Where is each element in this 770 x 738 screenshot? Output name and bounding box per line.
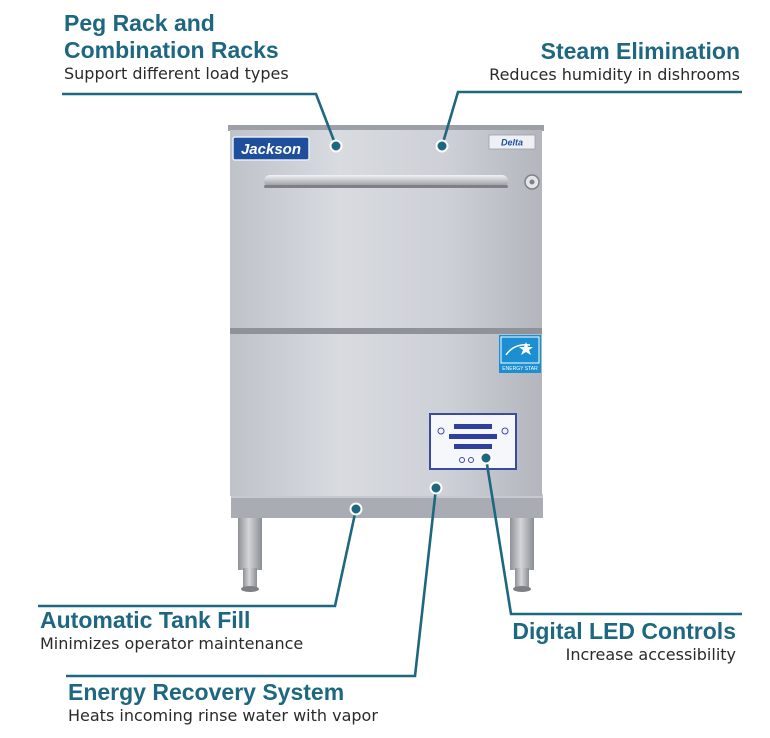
machine-legs xyxy=(238,514,534,592)
feature-peg-rack: Peg Rack and Combination Racks Support d… xyxy=(64,10,344,84)
feature-title: Automatic Tank Fill xyxy=(40,607,251,633)
energy-star-badge: ENERGY STAR xyxy=(499,335,541,373)
feature-title: Combination Racks xyxy=(64,37,279,63)
feature-digital-led-controls: Digital LED Controls Increase accessibil… xyxy=(476,618,736,665)
upper-door xyxy=(228,125,544,334)
feature-description: Support different load types xyxy=(64,64,289,83)
feature-automatic-tank-fill: Automatic Tank Fill Minimizes operator m… xyxy=(40,607,370,654)
brand-logo-text: Jackson xyxy=(241,141,301,158)
callout-dots xyxy=(329,139,493,516)
feature-description: Heats incoming rinse water with vapor xyxy=(68,706,378,725)
feature-title: Digital LED Controls xyxy=(512,618,736,644)
feature-description: Reduces humidity in dishrooms xyxy=(489,65,740,84)
feature-description: Minimizes operator maintenance xyxy=(40,634,304,653)
feature-title: Energy Recovery System xyxy=(68,679,345,705)
digital-led-control-panel xyxy=(429,413,517,470)
brand-logo: Jackson xyxy=(232,136,310,161)
feature-title: Peg Rack and xyxy=(64,10,215,36)
model-badge-text: Delta xyxy=(501,138,523,148)
feature-energy-recovery-system: Energy Recovery System Heats incoming ri… xyxy=(68,679,428,726)
energy-star-label: ENERGY STAR xyxy=(502,366,538,372)
door-handle xyxy=(264,175,508,188)
callout-lines xyxy=(38,90,742,678)
model-badge: Delta xyxy=(488,134,536,150)
feature-steam-elimination: Steam Elimination Reduces humidity in di… xyxy=(420,38,740,85)
lock-icon xyxy=(524,174,540,190)
feature-title: Steam Elimination xyxy=(540,38,740,64)
feature-description: Increase accessibility xyxy=(565,645,736,664)
